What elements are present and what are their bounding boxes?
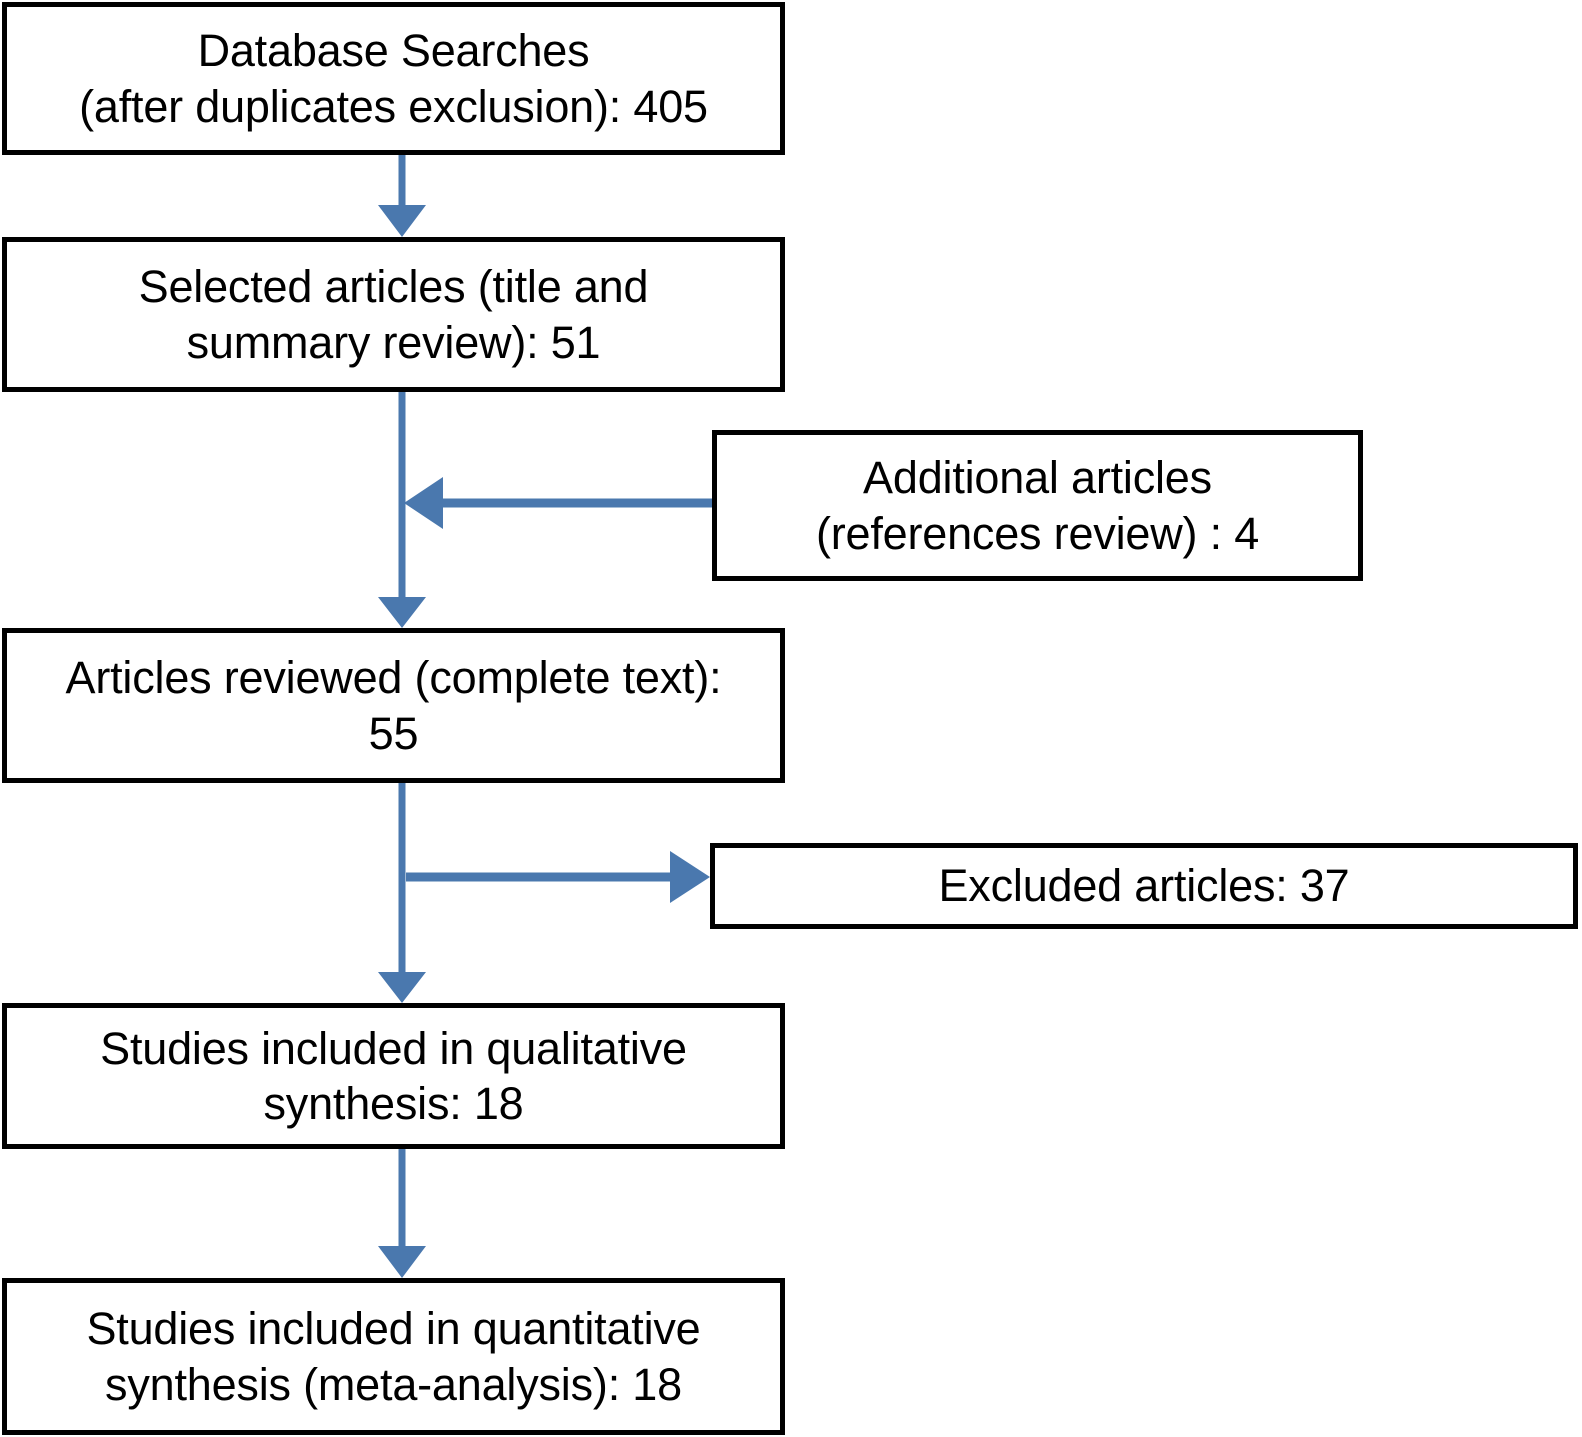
node-additional-articles: Additional articles (references review) … <box>712 430 1363 581</box>
arrow-qualitative-to-quantitative <box>378 1149 426 1278</box>
node-articles-reviewed: Articles reviewed (complete text): 55 <box>2 628 785 783</box>
node-articles-reviewed-label: Articles reviewed (complete text): 55 <box>65 652 722 759</box>
arrow-database-to-selected <box>378 155 426 237</box>
node-excluded-articles: Excluded articles: 37 <box>710 843 1578 929</box>
node-database-searches: Database Searches (after duplicates excl… <box>2 2 785 155</box>
node-additional-articles-label: Additional articles (references review) … <box>815 452 1260 559</box>
node-qualitative-synthesis-label: Studies included in qualitative synthesi… <box>100 1022 687 1129</box>
arrow-additional-to-trunk <box>404 477 712 529</box>
node-selected-articles-label: Selected articles (title and summary rev… <box>138 261 649 368</box>
arrow-reviewed-to-excluded <box>406 851 710 903</box>
arrow-selected-to-reviewed <box>378 392 426 628</box>
arrow-reviewed-to-qualitative <box>378 783 426 1003</box>
node-qualitative-synthesis: Studies included in qualitative synthesi… <box>2 1003 785 1149</box>
node-database-searches-label: Database Searches (after duplicates excl… <box>79 25 708 132</box>
node-selected-articles: Selected articles (title and summary rev… <box>2 237 785 392</box>
node-quantitative-synthesis: Studies included in quantitative synthes… <box>2 1278 785 1435</box>
node-quantitative-synthesis-label: Studies included in quantitative synthes… <box>86 1303 701 1410</box>
node-excluded-articles-label: Excluded articles: 37 <box>938 860 1350 912</box>
